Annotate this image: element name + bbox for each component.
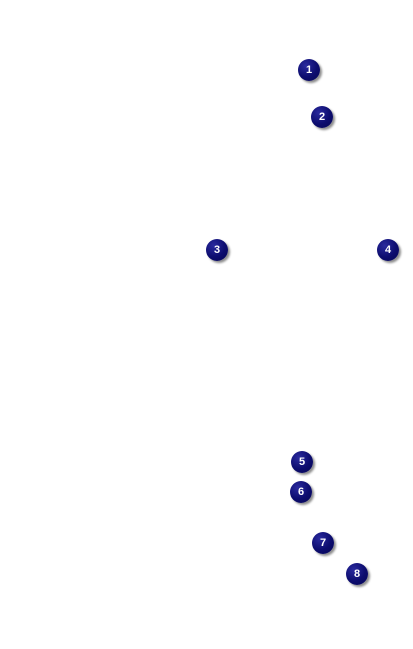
hotspot-marker-7[interactable]: 7	[312, 532, 334, 554]
hotspot-marker-label: 4	[384, 243, 392, 256]
hotspot-marker-label: 8	[353, 567, 361, 580]
hotspot-marker-5[interactable]: 5	[291, 451, 313, 473]
hotspot-marker-4[interactable]: 4	[377, 239, 399, 261]
hotspot-marker-label: 5	[298, 455, 306, 468]
hotspot-marker-8[interactable]: 8	[346, 563, 368, 585]
hotspot-marker-label: 2	[318, 110, 326, 123]
hotspot-marker-2[interactable]: 2	[311, 106, 333, 128]
hotspot-marker-label: 3	[213, 243, 221, 256]
hotspot-marker-3[interactable]: 3	[206, 239, 228, 261]
hotspot-marker-label: 1	[305, 63, 313, 76]
hotspot-marker-1[interactable]: 1	[298, 59, 320, 81]
hotspot-marker-label: 7	[319, 536, 327, 549]
hotspot-marker-6[interactable]: 6	[290, 481, 312, 503]
hotspot-marker-label: 6	[297, 485, 305, 498]
